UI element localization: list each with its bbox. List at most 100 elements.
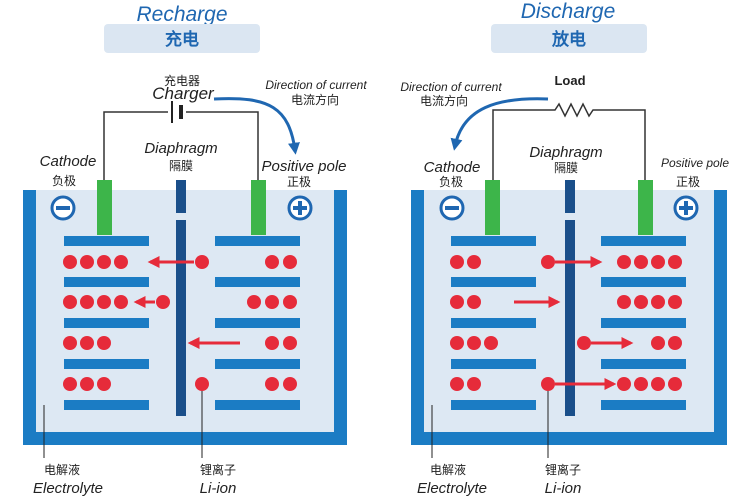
discharge-positive-label-cn: 正极 xyxy=(676,175,700,189)
plate xyxy=(64,400,149,410)
li-ion xyxy=(283,336,297,350)
discharge-current-arrow xyxy=(450,97,549,151)
recharge-cathode-plates xyxy=(64,236,149,410)
li-ion xyxy=(63,377,77,391)
plate xyxy=(601,400,686,410)
recharge-electrolyte-label: Electrolyte xyxy=(33,480,103,497)
li-ion xyxy=(97,295,111,309)
plate xyxy=(215,359,300,369)
li-ion xyxy=(634,255,648,269)
discharge-title-cn: 放电 xyxy=(551,29,586,50)
plate xyxy=(215,400,300,410)
li-ion xyxy=(195,377,209,391)
li-ion xyxy=(283,255,297,269)
li-ion xyxy=(265,377,279,391)
recharge-current-label: Direction of current xyxy=(265,78,367,92)
plate xyxy=(601,318,686,328)
discharge-cathode-plates xyxy=(451,236,536,410)
li-ion xyxy=(450,255,464,269)
li-ion xyxy=(634,377,648,391)
recharge-anode-plates xyxy=(215,236,300,410)
li-ion xyxy=(577,336,591,350)
recharge-positive-label-cn: 正极 xyxy=(287,175,311,189)
discharge-cathode-label-cn: 负极 xyxy=(439,175,463,189)
plate xyxy=(601,236,686,246)
li-ion xyxy=(63,255,77,269)
li-ion xyxy=(450,295,464,309)
li-ion xyxy=(467,255,481,269)
li-ion xyxy=(80,295,94,309)
plate xyxy=(215,236,300,246)
plate xyxy=(601,277,686,287)
recharge-current-arrow xyxy=(213,97,300,155)
discharge-current-label: Direction of current xyxy=(400,80,502,94)
recharge-wire-right xyxy=(186,111,259,180)
li-ion xyxy=(651,377,665,391)
recharge-wire xyxy=(103,111,168,180)
discharge-cathode-electrode xyxy=(485,180,500,235)
li-ion xyxy=(450,377,464,391)
plate xyxy=(451,277,536,287)
li-ion xyxy=(668,336,682,350)
recharge-cathode-label-cn: 负极 xyxy=(52,174,76,188)
li-ion xyxy=(97,255,111,269)
plate xyxy=(451,236,536,246)
li-ion xyxy=(80,255,94,269)
plate xyxy=(451,400,536,410)
li-ion xyxy=(97,336,111,350)
minus-circle-icon xyxy=(50,195,76,221)
li-ion xyxy=(114,255,128,269)
discharge-anode-plates xyxy=(601,236,686,410)
li-ion xyxy=(467,336,481,350)
li-ion xyxy=(634,295,648,309)
plate xyxy=(64,359,149,369)
li-ion xyxy=(63,295,77,309)
plate xyxy=(601,359,686,369)
recharge-title: Recharge xyxy=(136,3,227,26)
discharge-positive-label: Positive pole xyxy=(661,156,729,170)
discharge-anode-electrode xyxy=(638,180,653,235)
li-ion xyxy=(114,295,128,309)
minus-circle-icon xyxy=(439,195,465,221)
discharge-liion-label-cn: 锂离子 xyxy=(545,462,581,477)
li-ion xyxy=(467,377,481,391)
recharge-panel: Recharge 充电 充电器 Charger Direction of cur… xyxy=(23,3,367,497)
discharge-ions xyxy=(450,255,682,391)
li-ion xyxy=(80,377,94,391)
recharge-liion-label-cn: 锂离子 xyxy=(200,462,236,477)
discharge-electrolyte-label-cn: 电解液 xyxy=(430,462,466,477)
recharge-title-bg xyxy=(104,24,260,53)
li-ion xyxy=(450,336,464,350)
load-label: Load xyxy=(554,73,585,88)
plate xyxy=(451,359,536,369)
li-ion xyxy=(97,377,111,391)
discharge-title: Discharge xyxy=(521,0,616,23)
discharge-ion-arrows xyxy=(514,256,634,390)
discharge-separator xyxy=(565,220,575,416)
li-ion xyxy=(668,377,682,391)
li-ion xyxy=(617,377,631,391)
recharge-title-cn: 充电 xyxy=(165,29,199,50)
recharge-separator-top xyxy=(176,180,186,213)
recharge-anode-electrode xyxy=(251,180,266,235)
discharge-separator-top xyxy=(565,180,575,213)
discharge-diaphragm-label-cn: 隔膜 xyxy=(554,161,578,175)
recharge-separator xyxy=(176,220,186,416)
li-ion xyxy=(156,295,170,309)
discharge-diaphragm-label: Diaphragm xyxy=(529,144,602,161)
li-ion xyxy=(651,255,665,269)
recharge-liion-label: Li-ion xyxy=(200,480,237,497)
plate xyxy=(215,277,300,287)
plus-circle-icon xyxy=(673,195,699,221)
li-ion xyxy=(283,295,297,309)
plate xyxy=(64,236,149,246)
li-ion xyxy=(63,336,77,350)
recharge-ions xyxy=(63,255,297,391)
discharge-wire xyxy=(492,102,646,180)
li-ion xyxy=(668,255,682,269)
discharge-cathode-label: Cathode xyxy=(424,159,481,176)
li-ion xyxy=(668,295,682,309)
charger-label: Charger xyxy=(152,84,215,103)
li-ion xyxy=(617,255,631,269)
